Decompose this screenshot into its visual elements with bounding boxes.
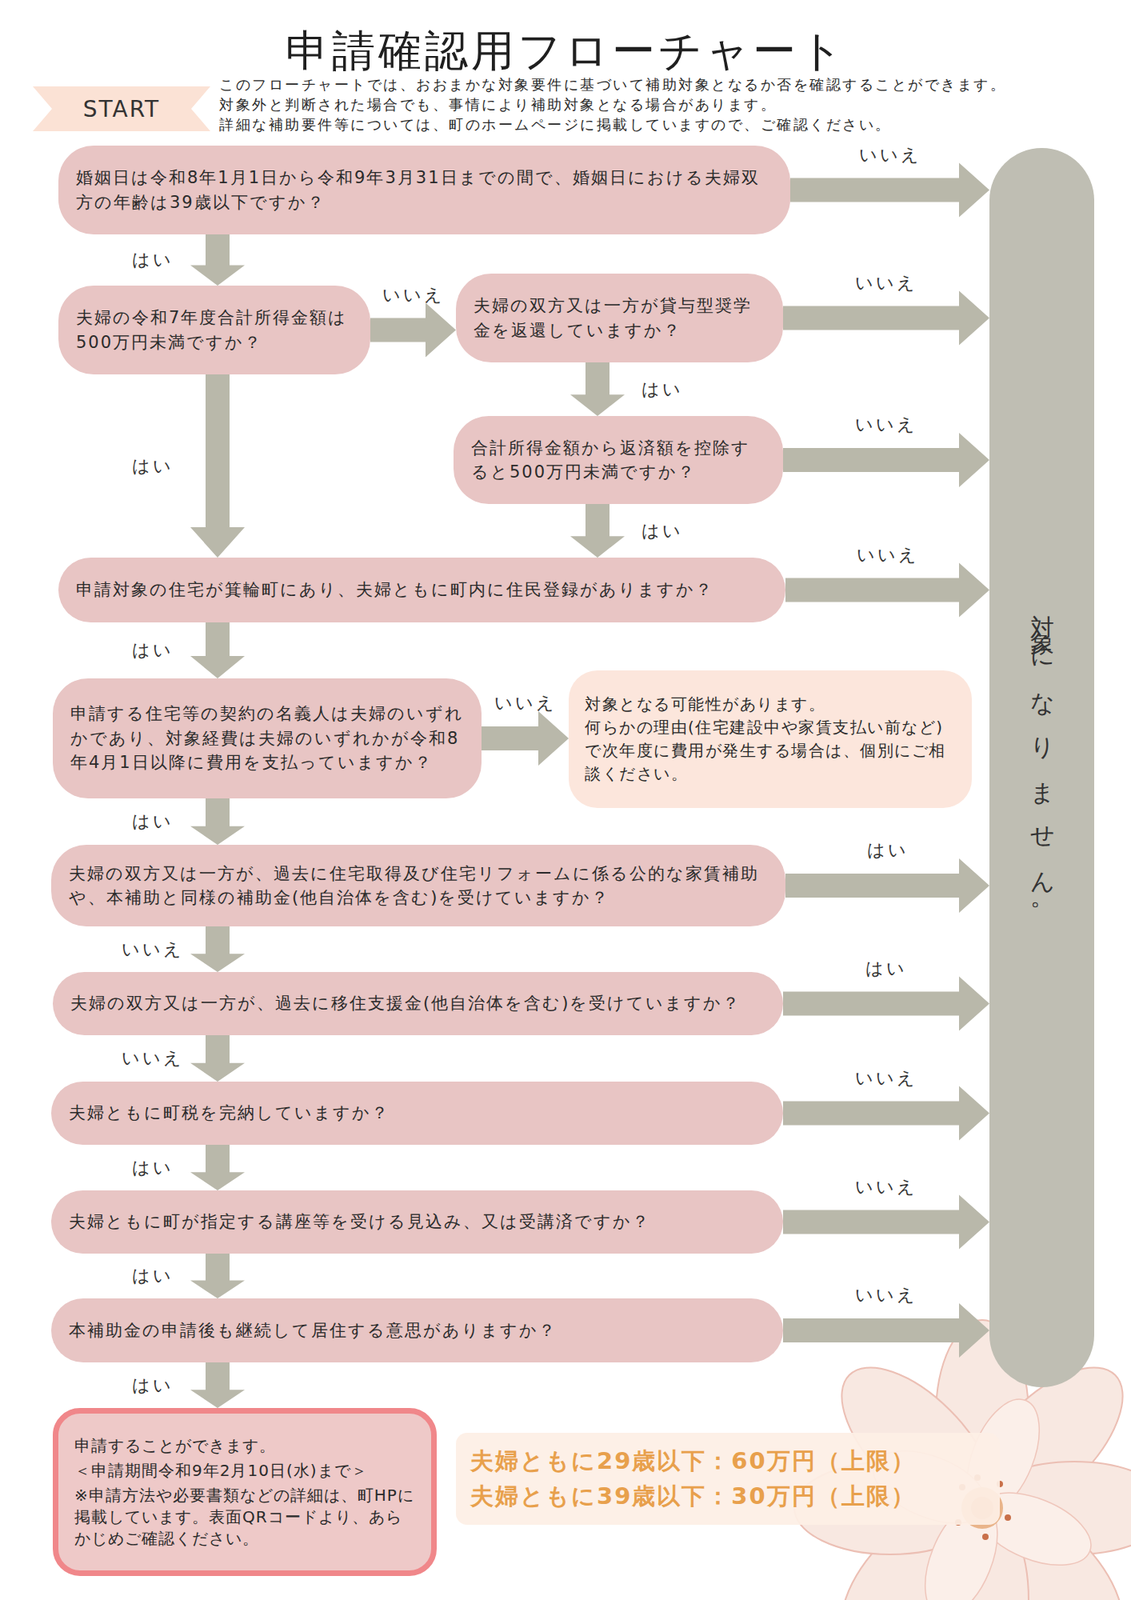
decision-box: 夫婦の双方又は一方が、過去に移住支援金(他自治体を含む)を受けていますか？ bbox=[52, 971, 784, 1036]
flow-arrow bbox=[783, 291, 990, 346]
node-text: 申請対象の住宅が箕輪町にあり、夫婦ともに町内に住民登録がありますか？ bbox=[75, 577, 768, 602]
edge-label: はい bbox=[865, 956, 908, 981]
edge-label: いいえ bbox=[856, 543, 920, 568]
decision-box: 夫婦ともに町税を完納していますか？ bbox=[51, 1081, 784, 1145]
flow-arrow bbox=[190, 1362, 245, 1408]
intro-note: 詳細な補助要件等については、町のホームページに掲載していますので、ご確認ください… bbox=[219, 115, 892, 135]
edge-label: はい bbox=[131, 1155, 174, 1180]
flow-arrow bbox=[190, 1144, 245, 1191]
edge-label: はい bbox=[131, 1263, 174, 1288]
node-text: 何らかの理由(住宅建設中や家賃支払い前など)で次年度に費用が発生する場合は、個別… bbox=[584, 715, 956, 786]
edge-label: はい bbox=[131, 247, 174, 272]
intro-note: 対象外と判断された場合でも、事情により補助対象となる場合があります。 bbox=[219, 95, 777, 115]
node-text: 本補助金の申請後も継続して居住する意思がありますか？ bbox=[68, 1318, 766, 1343]
node-text: START bbox=[83, 95, 160, 123]
flow-arrow bbox=[570, 503, 625, 558]
edge-label: いいえ bbox=[855, 271, 918, 296]
node-text: 夫婦ともに39歳以下：30万円（上限） bbox=[470, 1478, 986, 1515]
flow-arrow bbox=[481, 711, 569, 766]
decision-box: 婚姻日は令和8年1月1日から令和9年3月31日までの間で、婚姻日における夫婦双方… bbox=[58, 145, 791, 235]
flow-arrow bbox=[783, 1086, 990, 1141]
edge-label: いいえ bbox=[859, 143, 922, 168]
amount-box: 夫婦ともに29歳以下：60万円（上限）夫婦ともに39歳以下：30万円（上限） bbox=[455, 1432, 1000, 1525]
decision-box: 夫婦の令和7年度合計所得金額は500万円未満ですか？ bbox=[58, 285, 371, 375]
node-text: ※申請方法や必要書類などの詳細は、町HPに掲載しています。表面QRコードより、あ… bbox=[74, 1484, 416, 1550]
decision-box: 夫婦の双方又は一方が貸与型奨学金を返還していますか？ bbox=[455, 273, 784, 363]
decision-box: 合計所得金額から返済額を控除すると500万円未満ですか？ bbox=[453, 415, 784, 504]
decision-box: 夫婦の双方又は一方が、過去に住宅取得及び住宅リフォームに係る公的な家賃補助や、本… bbox=[51, 844, 786, 927]
node-text: 夫婦ともに町が指定する講座等を受ける見込み、又は受講済ですか？ bbox=[68, 1209, 766, 1234]
rejection-band: 対象になりません。 bbox=[989, 147, 1095, 1387]
node-text: 婚姻日は令和8年1月1日から令和9年3月31日までの間で、婚姻日における夫婦双方… bbox=[75, 165, 773, 215]
flow-arrow bbox=[785, 563, 990, 618]
node-text: 対象になりません。 bbox=[1025, 595, 1059, 941]
flow-arrow bbox=[790, 163, 990, 218]
result-box: 申請することができます。＜申請期間令和9年2月10日(水)まで＞※申請方法や必要… bbox=[52, 1407, 437, 1576]
edge-label: いいえ bbox=[121, 1046, 184, 1071]
node-text: 夫婦の令和7年度合計所得金額は500万円未満ですか？ bbox=[75, 305, 353, 355]
flow-arrow bbox=[190, 622, 245, 679]
edge-label: いいえ bbox=[855, 1066, 918, 1091]
edge-label: はい bbox=[867, 838, 909, 863]
edge-label: はい bbox=[641, 519, 684, 544]
node-text: 合計所得金額から返済額を控除すると500万円未満ですか？ bbox=[471, 435, 766, 485]
edge-label: はい bbox=[131, 1373, 174, 1398]
node-text: 夫婦ともに29歳以下：60万円（上限） bbox=[470, 1443, 986, 1479]
edge-label: はい bbox=[641, 377, 684, 402]
flow-arrow bbox=[783, 1302, 990, 1358]
flow-arrow bbox=[190, 926, 245, 972]
edge-label: はい bbox=[131, 638, 174, 663]
flow-arrow bbox=[783, 1194, 990, 1250]
node-text: 対象となる可能性があります。 bbox=[584, 692, 956, 716]
edge-label: いいえ bbox=[494, 691, 557, 716]
flow-arrow bbox=[190, 374, 245, 558]
chart-title: 申請確認用フローチャート bbox=[0, 22, 1131, 81]
flow-arrow bbox=[783, 432, 990, 488]
node-text: 夫婦の双方又は一方が、過去に移住支援金(他自治体を含む)を受けていますか？ bbox=[70, 991, 766, 1016]
edge-label: いいえ bbox=[855, 1282, 918, 1307]
intro-note: このフローチャートでは、おおまかな対象要件に基づいて補助対象となるか否を確認する… bbox=[219, 75, 1007, 95]
decision-box: 本補助金の申請後も継続して居住する意思がありますか？ bbox=[51, 1298, 784, 1363]
decision-box: 申請対象の住宅が箕輪町にあり、夫婦ともに町内に住民登録がありますか？ bbox=[58, 557, 786, 623]
node-text: 夫婦の双方又は一方が、過去に住宅取得及び住宅リフォームに係る公的な家賃補助や、本… bbox=[68, 861, 768, 911]
node-text: 夫婦ともに町税を完納していますか？ bbox=[68, 1100, 766, 1125]
edge-label: はい bbox=[131, 809, 174, 834]
edge-label: いいえ bbox=[855, 1174, 918, 1199]
flow-arrow bbox=[783, 976, 990, 1032]
flow-arrow bbox=[190, 1253, 245, 1299]
edge-label: いいえ bbox=[855, 412, 918, 437]
flow-arrow bbox=[370, 303, 456, 358]
flow-arrow bbox=[190, 234, 245, 286]
edge-label: いいえ bbox=[121, 937, 184, 962]
node-text: 夫婦の双方又は一方が貸与型奨学金を返還していますか？ bbox=[473, 293, 766, 343]
node-text: 申請することができます。 bbox=[74, 1434, 416, 1457]
flow-arrow bbox=[190, 1035, 245, 1082]
start-ribbon: START bbox=[32, 86, 211, 132]
node-text: 申請する住宅等の契約の名義人は夫婦のいずれかであり、対象経費は夫婦のいずれかが令… bbox=[70, 701, 464, 775]
flow-arrow bbox=[570, 362, 625, 416]
node-text: ＜申請期間令和9年2月10日(水)まで＞ bbox=[74, 1459, 416, 1482]
flow-arrow bbox=[190, 798, 245, 845]
flow-arrow bbox=[785, 858, 990, 913]
edge-label: はい bbox=[131, 454, 174, 479]
decision-box: 申請する住宅等の契約の名義人は夫婦のいずれかであり、対象経費は夫婦のいずれかが令… bbox=[52, 678, 482, 799]
ribbon-shape bbox=[32, 86, 211, 132]
decision-box: 夫婦ともに町が指定する講座等を受ける見込み、又は受講済ですか？ bbox=[51, 1190, 784, 1254]
note-box: 対象となる可能性があります。何らかの理由(住宅建設中や家賃支払い前など)で次年度… bbox=[568, 670, 972, 808]
edge-label: いいえ bbox=[382, 283, 445, 308]
